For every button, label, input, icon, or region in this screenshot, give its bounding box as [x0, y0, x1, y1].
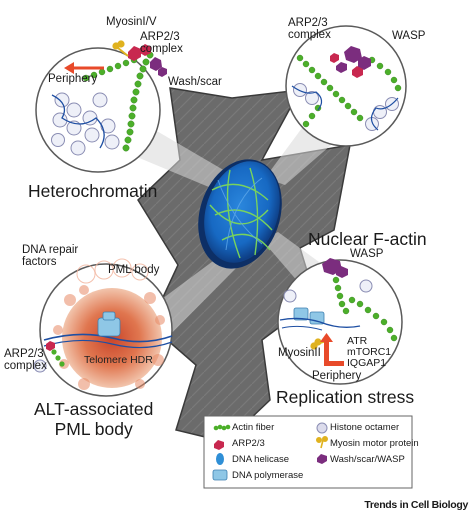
label-iqgap1: IQGAP1 — [347, 357, 387, 369]
legend-label-actin-fiber: Actin fiber — [232, 422, 275, 433]
label-heterochromatin: Heterochromatin — [28, 181, 158, 201]
inset-top-right — [285, 25, 407, 147]
nucleus — [198, 159, 282, 269]
legend-label-wash-scar-wasp: Wash/scar/WASP — [330, 454, 405, 465]
label-atr: ATR — [347, 335, 368, 347]
periphery-arrow-icon — [64, 62, 104, 74]
wash-scar-wasp-icon — [317, 454, 327, 464]
actin-fiber-icon — [213, 424, 231, 431]
label-arp23-top-left: ARP2/3 complex — [140, 31, 183, 56]
label-nuclear-factin: Nuclear F-actin — [308, 229, 427, 249]
legend-label-dna-helicase: DNA helicase — [232, 454, 290, 465]
label-telomere-hdr: Telomere HDR — [84, 354, 153, 366]
label-myosin-iv: MyosinI/V — [106, 16, 157, 28]
label-periphery-bottom: Periphery — [312, 370, 362, 382]
legend-label-arp23: ARP2/3 — [232, 438, 265, 449]
label-wasp-bottom: WASP — [350, 248, 384, 260]
label-alt-pml-body: ALT-associated PML body — [34, 399, 154, 439]
arp23-icon — [214, 440, 224, 450]
label-mtorc1: mTORC1 — [347, 346, 392, 358]
label-periphery-top: Periphery — [48, 73, 98, 85]
label-myosin-ii: MyosinII — [278, 347, 321, 359]
histone-octamer-icon — [316, 422, 328, 434]
label-wasp-top: WASP — [392, 30, 426, 42]
inset-pml-body — [33, 258, 173, 397]
label-arp23-bottom-left: ARP2/3 complex — [4, 348, 47, 373]
label-wash-scar: Wash/scar — [168, 76, 222, 88]
legend-label-histone-octamer: Histone octamer — [330, 422, 400, 433]
legend-box — [203, 415, 413, 489]
myosin-motor-icon — [315, 435, 328, 449]
label-pml-body: PML body — [108, 264, 160, 276]
inset-heterochromatin — [35, 40, 167, 173]
legend-label-dna-polymerase: DNA polymerase — [232, 470, 304, 481]
label-arp23-top-right: ARP2/3 complex — [288, 17, 331, 42]
journal-credit: Trends in Cell Biology — [364, 499, 468, 511]
dna-polymerase-icon — [212, 469, 228, 481]
label-replication-stress: Replication stress — [276, 387, 415, 407]
label-dna-repair-factors: DNA repair factors — [22, 244, 79, 269]
legend-label-myosin-motor: Myosin motor protein — [330, 438, 419, 449]
dna-helicase-icon — [216, 453, 224, 465]
periphery-bottom-arrow-icon — [320, 333, 344, 366]
inset-replication-stress — [277, 258, 403, 385]
